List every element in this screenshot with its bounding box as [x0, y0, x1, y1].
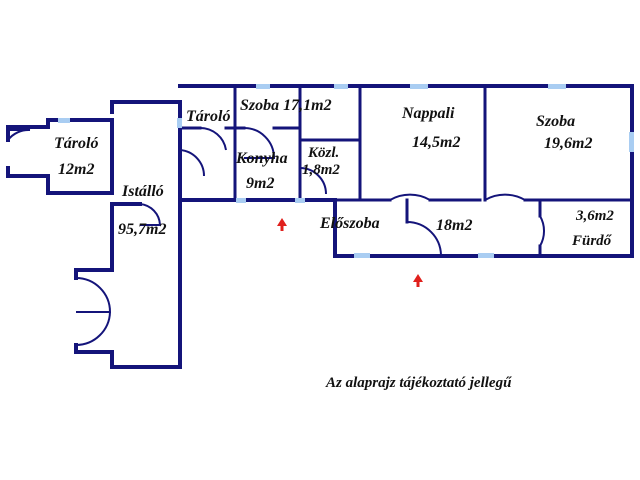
window-hall-b — [478, 253, 494, 258]
disclaimer-note: Az alaprajz tájékoztató jellegű — [325, 375, 512, 391]
area-szoba-large: 19,6m2 — [544, 135, 592, 152]
window-kitchen — [236, 198, 246, 203]
wall-left-storage — [6, 118, 114, 195]
window-left-storage — [58, 118, 70, 123]
window-hall-a — [354, 253, 370, 258]
door-left-storage — [7, 128, 31, 141]
door-nappali — [389, 193, 431, 201]
label-nappali: Nappali — [401, 105, 455, 122]
doors — [7, 126, 545, 346]
label-taroló-left: Tároló — [54, 135, 98, 152]
area-eloszoba: 18m2 — [436, 217, 472, 234]
door-storage — [199, 126, 227, 151]
label-konyha: Konyha — [235, 150, 288, 167]
gate-leaf-top — [75, 277, 112, 313]
door-szoba — [484, 193, 526, 201]
door-stable-inner — [139, 203, 162, 226]
window-storage — [177, 118, 182, 128]
door-stable-house — [179, 149, 206, 177]
window-szoba — [256, 84, 270, 89]
gate-leaf-bottom — [75, 311, 111, 346]
up-arrow-icon — [277, 218, 287, 231]
label-kozl: Közl. — [307, 145, 339, 161]
label-eloszoba: Előszoba — [319, 215, 380, 232]
area-istallo: 95,7m2 — [118, 221, 166, 238]
window-east — [629, 132, 634, 152]
door-kozl — [299, 167, 327, 195]
room-labels: Tároló 12m2 Istálló 95,7m2 Tároló Szoba … — [54, 97, 614, 249]
door-entrance — [406, 221, 442, 257]
wall-stable — [110, 100, 182, 369]
window-szoba-large — [548, 84, 566, 89]
area-kozl: 1,8m2 — [302, 162, 340, 178]
area-konyha: 9m2 — [246, 175, 274, 192]
label-szoba-large: Szoba — [536, 113, 575, 130]
window-kozl — [295, 198, 305, 203]
door-bath — [539, 215, 545, 247]
label-taroló-small: Tároló — [186, 108, 230, 125]
door-kitchen — [243, 127, 276, 159]
up-arrow-icon — [413, 274, 423, 287]
entrance-arrows — [277, 218, 423, 287]
label-istallo: Istálló — [121, 183, 164, 200]
label-furdo: Fürdő — [571, 233, 613, 249]
window-nappali — [410, 84, 428, 89]
label-szoba-small: Szoba 17,1m2 — [240, 97, 332, 114]
area-taroló-left: 12m2 — [58, 161, 94, 178]
windows — [58, 84, 634, 258]
area-furdo: 3,6m2 — [575, 208, 614, 224]
area-nappali: 14,5m2 — [412, 134, 460, 151]
window-szoba-b — [334, 84, 348, 89]
